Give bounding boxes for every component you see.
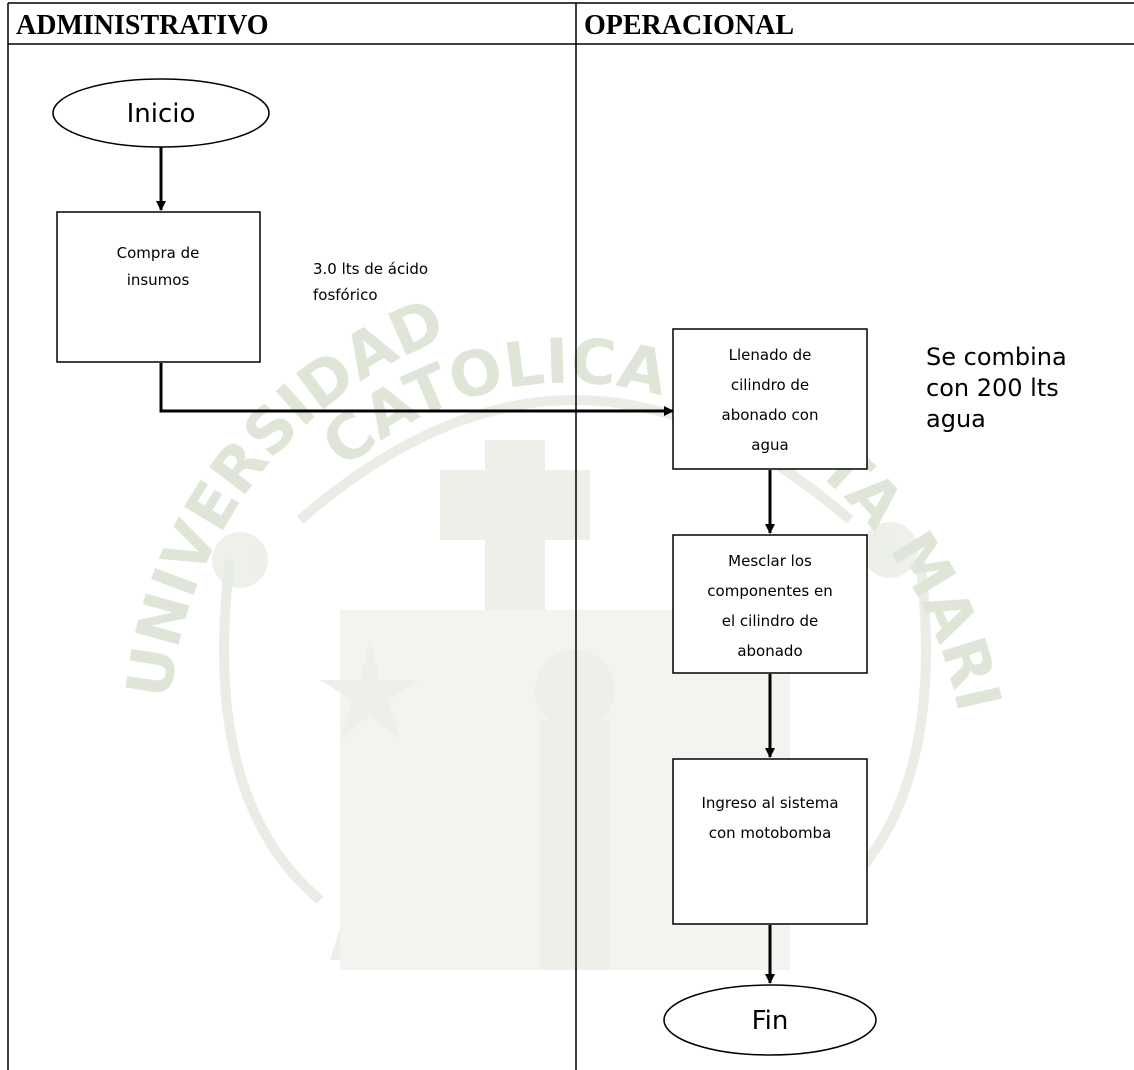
label-line: con 200 lts	[926, 374, 1059, 402]
swimlane-table	[7, 2, 1134, 1070]
flow-edges	[156, 147, 775, 984]
terminal-shape	[52, 78, 270, 148]
edge-compra-llenado	[159, 363, 674, 416]
node-label: Compra de insumos	[117, 244, 200, 289]
terminal-shape	[663, 984, 877, 1056]
label-line: componentes en	[707, 582, 832, 600]
node-label: Inicio	[127, 99, 196, 129]
label-line: abonado con	[722, 406, 819, 424]
label-line: agua	[926, 405, 986, 433]
label-line: Se combina	[926, 343, 1067, 371]
lane-title-administrativo: ADMINISTRATIVO	[16, 10, 269, 41]
node-mesclar: Mesclar los componentes en el cilindro de a…	[672, 534, 868, 674]
label-line: Compra de	[117, 244, 200, 262]
label-line: Fin	[752, 1006, 789, 1036]
label-line: insumos	[127, 271, 190, 289]
node-ingreso: Ingreso al sistema con motobomba	[672, 758, 868, 925]
lane-title-operacional: OPERACIONAL	[584, 10, 794, 41]
process-box	[56, 211, 261, 363]
label-line: Llenado de	[729, 346, 812, 364]
label-line: el cilindro de	[722, 612, 818, 630]
label-line: agua	[751, 436, 788, 454]
annotation-combina: Se combina con 200 lts agua	[926, 343, 1067, 433]
label-line: Inicio	[127, 99, 196, 129]
node-label: Ingreso al sistema con motobomba	[701, 794, 838, 842]
label-line: 3.0 lts de ácido	[313, 260, 428, 278]
node-llenado: Llenado de cilindro de abonado con agua	[672, 328, 868, 470]
process-box	[672, 758, 868, 925]
label-line: abonado	[737, 642, 802, 660]
node-inicio: Inicio	[52, 78, 270, 148]
process-box	[672, 534, 868, 674]
label-line: fosfórico	[313, 286, 378, 304]
label-line: Ingreso al sistema	[701, 794, 838, 812]
node-label: Mesclar los componentes en el cilindro de a…	[707, 552, 832, 660]
label-line: Mesclar los	[728, 552, 812, 570]
node-label: Fin	[752, 1006, 789, 1036]
node-label: Llenado de cilindro de abonado con agua	[722, 346, 819, 454]
process-box	[672, 328, 868, 470]
label-line: cilindro de	[731, 376, 809, 394]
node-compra: Compra de insumos	[56, 211, 261, 363]
annotation-acido: 3.0 lts de ácido fosfórico	[313, 260, 428, 304]
node-fin: Fin	[663, 984, 877, 1056]
label-line: con motobomba	[709, 824, 832, 842]
